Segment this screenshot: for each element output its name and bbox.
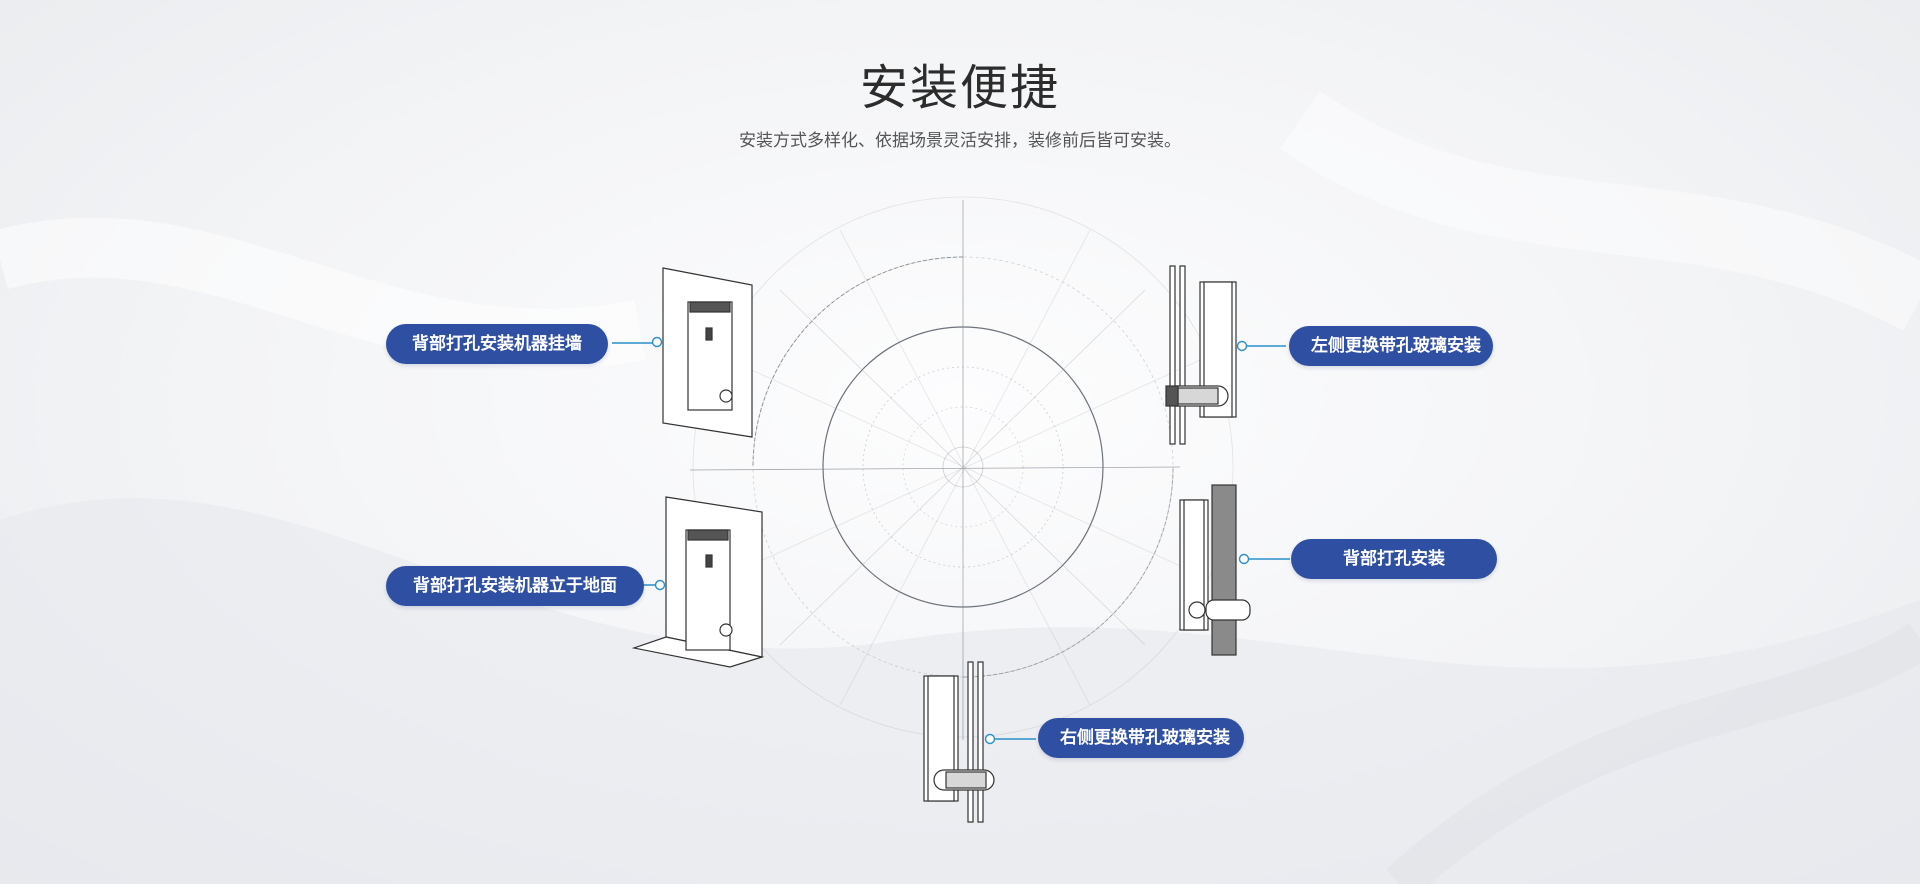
label-wall-mount[interactable]: 背部打孔安装机器挂墙 (386, 324, 608, 364)
connector-dot-floor (654, 579, 666, 591)
radar-graphic (689, 196, 1234, 740)
connector-dot-wall (651, 336, 663, 348)
connector-dot-back-hole (1238, 553, 1250, 565)
label-back-hole[interactable]: 背部打孔安装 (1291, 539, 1497, 579)
back-hole-illustration (1179, 484, 1251, 656)
right-glass-illustration (923, 661, 995, 823)
wall-mount-illustration (662, 267, 753, 438)
label-left-glass[interactable]: 左侧更换带孔玻璃安装 (1289, 326, 1493, 366)
connector-dot-right-glass (984, 733, 996, 745)
label-floor-stand[interactable]: 背部打孔安装机器立于地面 (386, 566, 644, 606)
connector-dot-left-glass (1236, 340, 1248, 352)
floor-stand-illustration (631, 496, 765, 668)
page-subtitle: 安装方式多样化、依据场景灵活安排，装修前后皆可安装。 (739, 131, 1181, 151)
left-glass-illustration (1165, 265, 1237, 445)
label-right-glass[interactable]: 右侧更换带孔玻璃安装 (1038, 718, 1244, 758)
page-title: 安装便捷 (859, 60, 1060, 116)
